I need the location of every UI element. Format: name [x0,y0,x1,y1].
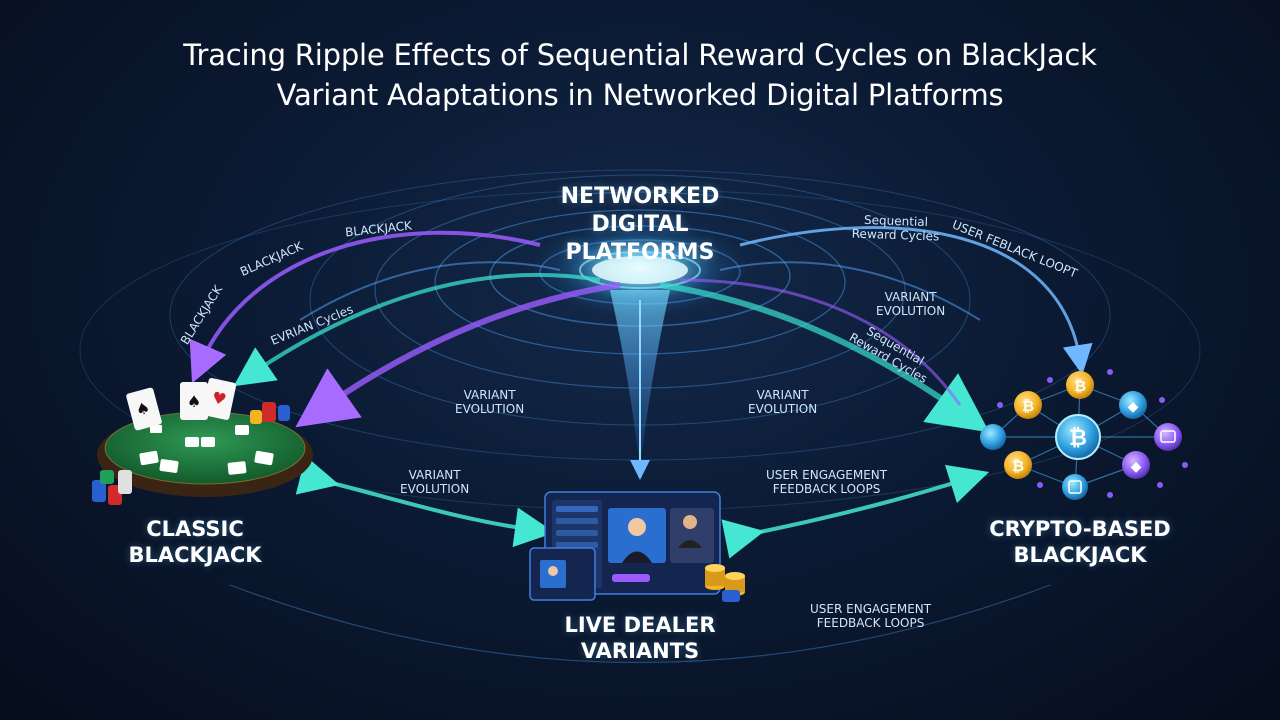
svg-text:₿: ₿ [1069,426,1087,451]
svg-text:₿: ₿ [1022,397,1034,415]
svg-text:◆: ◆ [1128,399,1139,415]
svg-text:♠: ♠ [187,392,201,411]
svg-text:₿: ₿ [1074,377,1086,395]
crypto-network-illustration: ₿ ₿ ₿ ◆ ₿ ◆ [980,369,1188,500]
arc-top-left [189,230,541,384]
node-classic-line-2: BLACKJACK [128,543,262,567]
flow-label-variant-evolution-left-center: VARIANT EVOLUTION [455,388,524,416]
flow-label-variant-evolution-bottom-left: VARIANT EVOLUTION [400,468,469,496]
variant-evolution-bl-line-2: EVOLUTION [400,482,470,496]
variant-evolution-rc-line-1: VARIANT [756,388,809,402]
arc-top-right [739,226,1093,375]
node-live-label: LIVE DEALER VARIANTS [540,612,740,664]
title-line-1: Tracing Ripple Effects of Sequential Rew… [183,38,1097,72]
svg-text:♥: ♥ [210,388,228,410]
hub-label-line-2: DIGITAL [591,212,689,237]
node-classic-line-1: CLASSIC [146,517,244,541]
flow-label-variant-evolution-right-center: VARIANT EVOLUTION [748,388,817,416]
svg-text:♠: ♠ [134,398,153,420]
flow-ribbons [233,261,990,433]
user-engagement-center-line-1: USER ENGAGEMENT [766,468,888,482]
flow-label-seq-reward-top: Sequential Reward Cycles [851,212,940,244]
node-crypto-label: CRYPTO-BASED BLACKJACK [970,516,1190,568]
node-classic-label: CLASSIC BLACKJACK [110,516,280,568]
node-crypto-line-2: BLACKJACK [1013,543,1147,567]
variant-evolution-rc-line-2: EVOLUTION [748,402,818,416]
variant-evolution-lc-line-2: EVOLUTION [455,402,525,416]
flow-label-variant-evolution-right: VARIANT EVOLUTION [876,290,945,318]
arrow-live-crypto [721,464,990,559]
flow-label-user-engagement-bottom: USER ENGAGEMENT FEEDBACK LOOPS [810,602,931,630]
seq-reward-top-line-2: Reward Cycles [851,226,940,244]
node-live-line-2: VARIANTS [580,639,700,663]
blackjack-table-illustration: ♠ ♠ ♥ [92,378,313,505]
hub-label-line-3: PLATFORMS [565,240,715,265]
live-dealer-illustration [529,491,745,602]
node-live-line-1: LIVE DEALER [564,613,716,637]
user-engagement-bottom-line-2: FEEDBACK LOOPS [816,616,925,630]
hub-label-line-1: NETWORKED [560,184,720,209]
arrow-classic-live [295,455,555,548]
variant-evolution-right-line-1: VARIANT [884,290,937,304]
variant-evolution-right-line-2: EVOLUTION [876,304,946,318]
hub-core [592,256,688,284]
variant-evolution-bl-line-1: VARIANT [408,468,461,482]
node-crypto-line-1: CRYPTO-BASED [989,517,1171,541]
svg-text:₿: ₿ [1012,457,1024,475]
title-line-2: Variant Adaptations in Networked Digital… [276,78,1004,112]
user-engagement-bottom-line-1: USER ENGAGEMENT [810,602,932,616]
flow-label-user-engagement-center: USER ENGAGEMENT FEEDBACK LOOPS [766,468,887,496]
variant-evolution-lc-line-1: VARIANT [463,388,516,402]
hub-label: NETWORKED DIGITAL PLATFORMS [540,183,740,267]
user-engagement-center-line-2: FEEDBACK LOOPS [772,482,881,496]
svg-text:◆: ◆ [1131,459,1142,475]
outer-ring-bottom [229,584,1051,664]
